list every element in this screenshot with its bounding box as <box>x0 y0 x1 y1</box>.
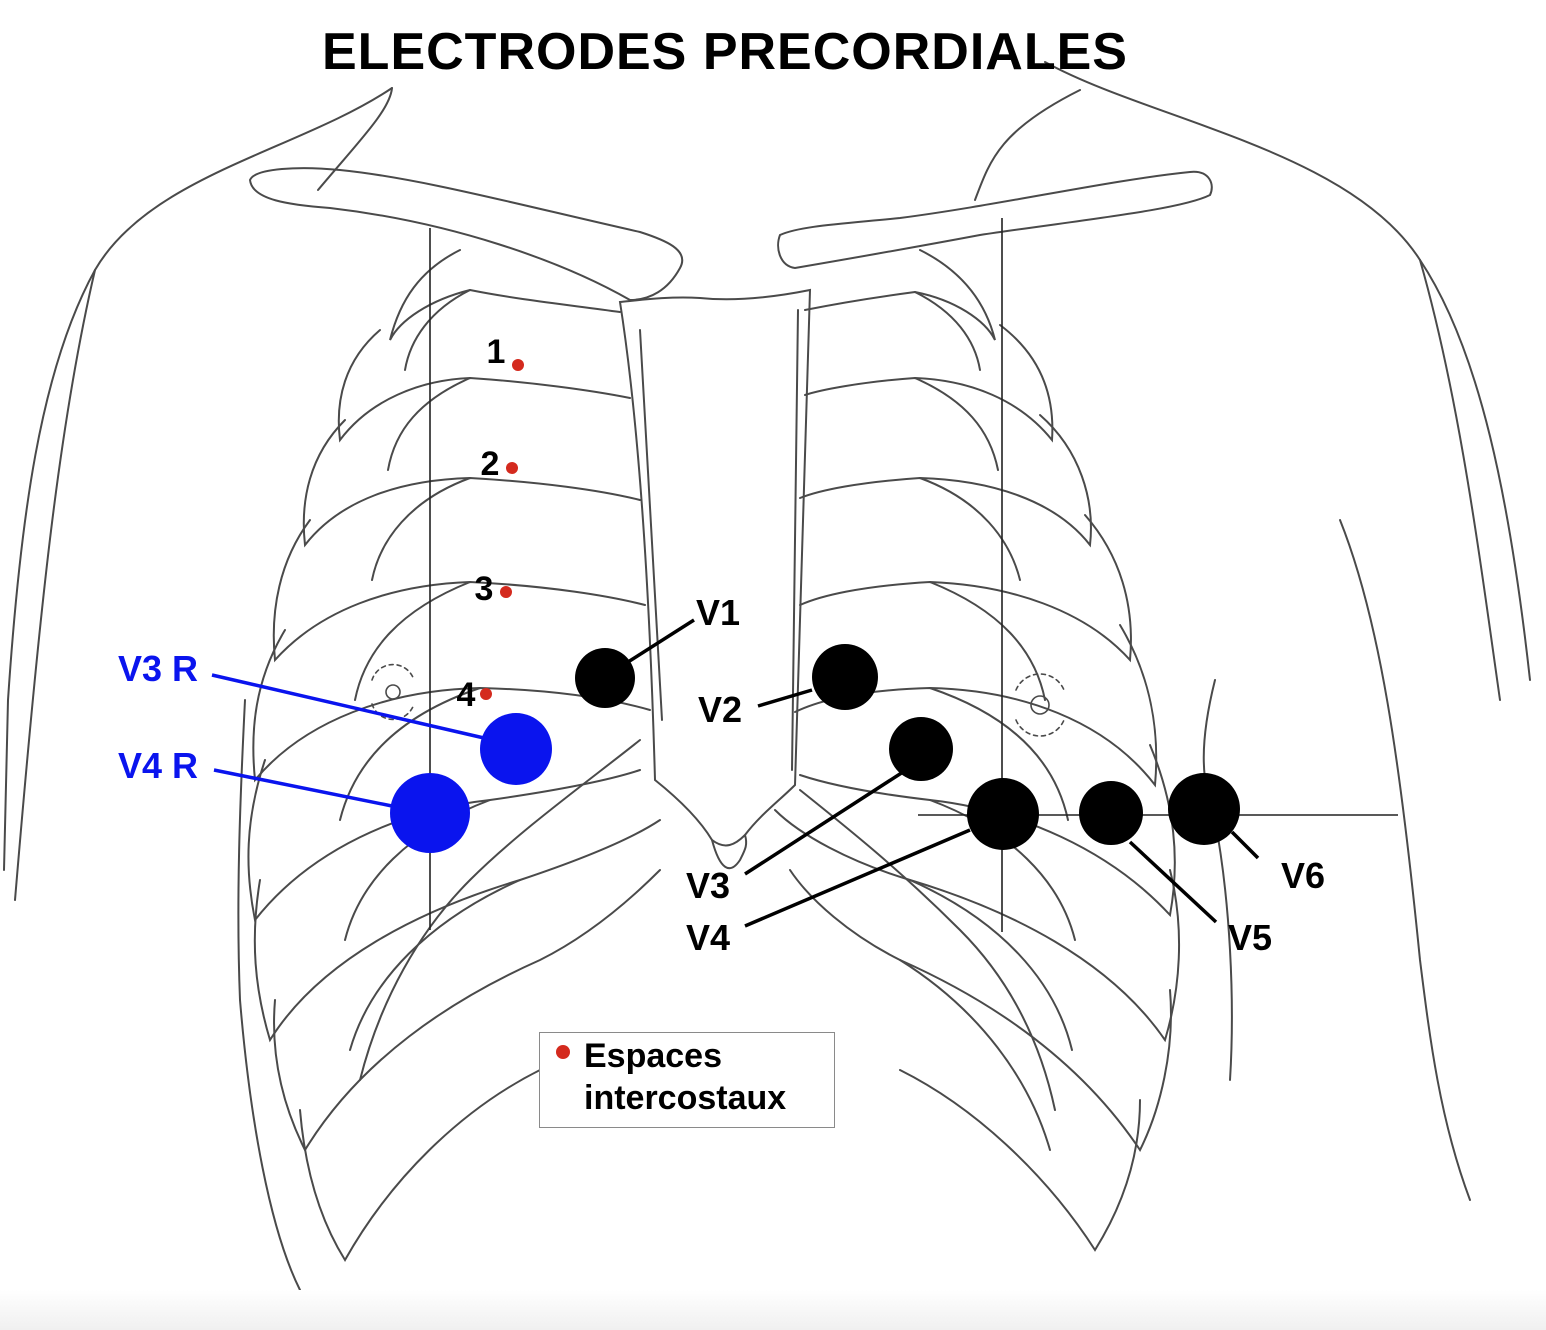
left-neck-line <box>317 87 393 191</box>
intercostal-label-2: 2 <box>481 445 500 483</box>
rib-right-inner-5 <box>929 687 1069 821</box>
electrode-v3r <box>480 713 552 785</box>
rib-right-1 <box>804 249 996 341</box>
electrode-label-v4: V4 <box>686 917 730 958</box>
sternum-inner-right <box>791 309 799 771</box>
intercostal-marker-2 <box>506 462 518 474</box>
electrode-label-v1: V1 <box>696 592 740 633</box>
leader-line-v2 <box>757 688 813 708</box>
electrode-v3 <box>889 717 953 781</box>
electrode-v1 <box>575 648 635 708</box>
rib-left-inner-7 <box>349 879 521 1051</box>
rib-left-4 <box>272 519 646 663</box>
leader-line-v3r <box>211 673 485 740</box>
intercostal-marker-4 <box>480 688 492 700</box>
legend-label: Espaces intercostaux <box>584 1037 787 1117</box>
rib-left-inner-1 <box>404 289 471 371</box>
intercostal-marker-1 <box>512 359 524 371</box>
rib-right-6 <box>799 744 1176 918</box>
bottom-strip <box>0 1290 1546 1330</box>
legend: Espaces intercostaux <box>539 1032 835 1128</box>
rib-right-inner-4 <box>929 581 1046 701</box>
leader-line-v3 <box>744 770 904 876</box>
rib-right-3 <box>799 414 1092 548</box>
rib-right-inner-8 <box>899 959 1051 1151</box>
right-nipple <box>1015 673 1065 737</box>
electrode-v5 <box>1079 781 1143 845</box>
rib-left-9 <box>299 1069 541 1262</box>
electrode-label-v3r: V3 R <box>118 648 198 689</box>
electrode-label-v2: V2 <box>698 689 742 730</box>
rib-right-2 <box>804 324 1054 443</box>
leader-line-v5 <box>1128 840 1218 924</box>
rib-right-inner-1 <box>914 291 981 371</box>
electrode-v2 <box>812 644 878 710</box>
rib-left-2 <box>337 329 631 443</box>
electrode-label-v5: V5 <box>1228 917 1272 958</box>
rib-left-inner-5 <box>339 687 481 821</box>
leader-line-v1 <box>627 618 695 664</box>
right-arm-line <box>1419 259 1501 701</box>
rib-right-9 <box>899 1069 1141 1252</box>
right-clavicle <box>777 170 1213 270</box>
electrode-v4r <box>390 773 470 853</box>
rib-right-inner-2 <box>914 377 999 471</box>
left-arm-line <box>14 269 96 901</box>
left-shoulder-outline <box>3 87 393 871</box>
intercostal-label-1: 1 <box>487 333 506 371</box>
electrode-v6 <box>1168 773 1240 845</box>
intercostal-marker-3 <box>500 586 512 598</box>
right-shoulder-outline <box>1044 61 1531 681</box>
rib-left-3 <box>302 419 641 548</box>
leader-line-v6 <box>1230 830 1260 860</box>
right-costal-margin <box>799 789 1056 1111</box>
electrode-label-v4r: V4 R <box>118 745 198 786</box>
rib-left-8 <box>273 869 661 1153</box>
rib-left-6 <box>247 759 641 923</box>
rib-left-inner-4 <box>354 581 471 701</box>
rib-left-inner-2 <box>387 377 471 471</box>
left-side-line <box>237 699 301 1291</box>
rib-right-inner-3 <box>919 477 1021 581</box>
legend-marker-icon <box>556 1045 570 1059</box>
rib-right-4 <box>799 514 1132 663</box>
rib-right-inner-7 <box>909 879 1073 1051</box>
electrode-v4 <box>967 778 1039 850</box>
rib-right-inner-6 <box>929 799 1076 941</box>
left-clavicle <box>248 167 684 302</box>
right-side-line <box>1202 679 1233 1081</box>
right-lower-arm-line <box>1339 519 1471 1201</box>
intercostal-label-3: 3 <box>475 570 494 608</box>
electrode-label-v3: V3 <box>686 865 730 906</box>
leader-line-v4 <box>744 828 971 928</box>
rib-left-7 <box>253 819 661 1043</box>
rib-right-8 <box>789 869 1172 1152</box>
rib-right-7 <box>774 809 1181 1043</box>
rib-left-1 <box>389 249 621 341</box>
sternum-inner-left <box>639 329 663 721</box>
leader-line-v4r <box>213 768 393 808</box>
right-neck-line <box>974 89 1081 201</box>
intercostal-label-4: 4 <box>457 676 476 714</box>
rib-left-inner-3 <box>371 477 471 581</box>
left-nipple <box>371 663 415 721</box>
sternum <box>618 288 812 847</box>
electrode-label-v6: V6 <box>1281 855 1325 896</box>
xiphoid <box>711 834 748 870</box>
left-costal-margin <box>359 739 641 1081</box>
page-title: ELECTRODES PRECORDIALES <box>322 23 1128 81</box>
